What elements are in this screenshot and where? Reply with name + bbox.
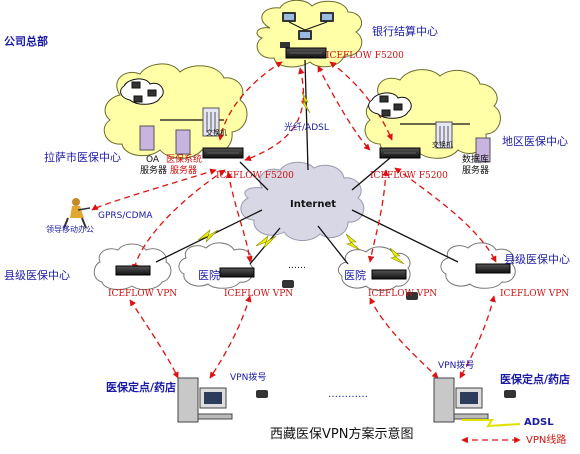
med-system-label: 医保系统: [166, 155, 203, 165]
oa-server-label: OA: [146, 155, 160, 165]
gprs-label: GPRS/CDMA: [98, 211, 153, 221]
pharmacy-right-computer: [433, 377, 489, 423]
hospital-left-vpn-label: ICEFLOW VPN: [224, 289, 294, 299]
mobile-office-label: 领导移动办公: [46, 225, 94, 234]
db-server-label: 数据库: [462, 155, 490, 165]
pharmacy-left-label: 医保定点/药店: [106, 381, 177, 394]
lhasa-firewall-label: ICEFLOW F5200: [216, 171, 294, 181]
ellipsis-bottom: …………: [328, 389, 368, 400]
county-right-label: 县级医保中心: [504, 253, 570, 266]
legend-adsl-label: ADSL: [524, 417, 554, 428]
regional-servers: [435, 121, 491, 163]
county-right-vpn-label: ICEFLOW VPN: [500, 289, 570, 299]
pharmacy-right-label: 医保定点/药店: [500, 373, 571, 386]
pharmacy-left-computer: [177, 377, 233, 423]
vpn-dial-left-label: VPN拨号: [230, 373, 267, 383]
switch-left-label: 交换机: [206, 129, 227, 137]
vpn-dial-right-label: VPN拨号: [438, 361, 475, 371]
branch-vpn-devices: [115, 263, 511, 280]
mobile-office-icon: [63, 198, 91, 229]
oa-server-label-2: 服务器: [140, 166, 168, 176]
vpn-lines: [91, 61, 497, 379]
ellipsis-mid: ……: [288, 261, 306, 271]
company-hq-label: 公司总部: [4, 35, 48, 48]
med-system-label-2: 服务器: [170, 166, 198, 176]
internet-label: Internet: [290, 199, 337, 210]
hospital-right-label: 医院: [344, 269, 366, 282]
county-left-vpn-label: ICEFLOW VPN: [108, 289, 178, 299]
county-left-label: 县级医保中心: [4, 269, 70, 282]
bank-firewall-label: ICEFLOW F5200: [326, 51, 404, 61]
lhasa-servers: [139, 107, 220, 155]
switch-right-label: 交换机: [432, 141, 453, 149]
regional-center-label: 地区医保中心: [502, 135, 568, 148]
hospital-right-vpn-label: ICEFLOW VPN: [368, 289, 438, 299]
regional-firewall-label: ICEFLOW F5200: [370, 171, 448, 181]
lhasa-center-label: 拉萨市医保中心: [44, 151, 121, 164]
legend-adsl-line: [462, 419, 521, 428]
lhasa-firewall: [202, 147, 244, 159]
bank-firewall: [285, 47, 327, 59]
db-server-label-2: 服务器: [462, 166, 490, 176]
diagram-title: 西藏医保VPN方案示意图: [270, 427, 414, 442]
regional-lan: [368, 92, 412, 119]
bank-center-label: 银行结算中心: [372, 25, 438, 38]
regional-firewall: [379, 147, 421, 159]
phone-icons: [256, 280, 516, 398]
bank-workstations: [280, 12, 334, 48]
lhasa-lan: [120, 78, 164, 105]
hospital-left-label: 医院: [198, 269, 220, 282]
legend-vpn-label: VPN线路: [526, 435, 567, 446]
fiber-adsl-label: 光纤/ADSL: [284, 123, 329, 133]
